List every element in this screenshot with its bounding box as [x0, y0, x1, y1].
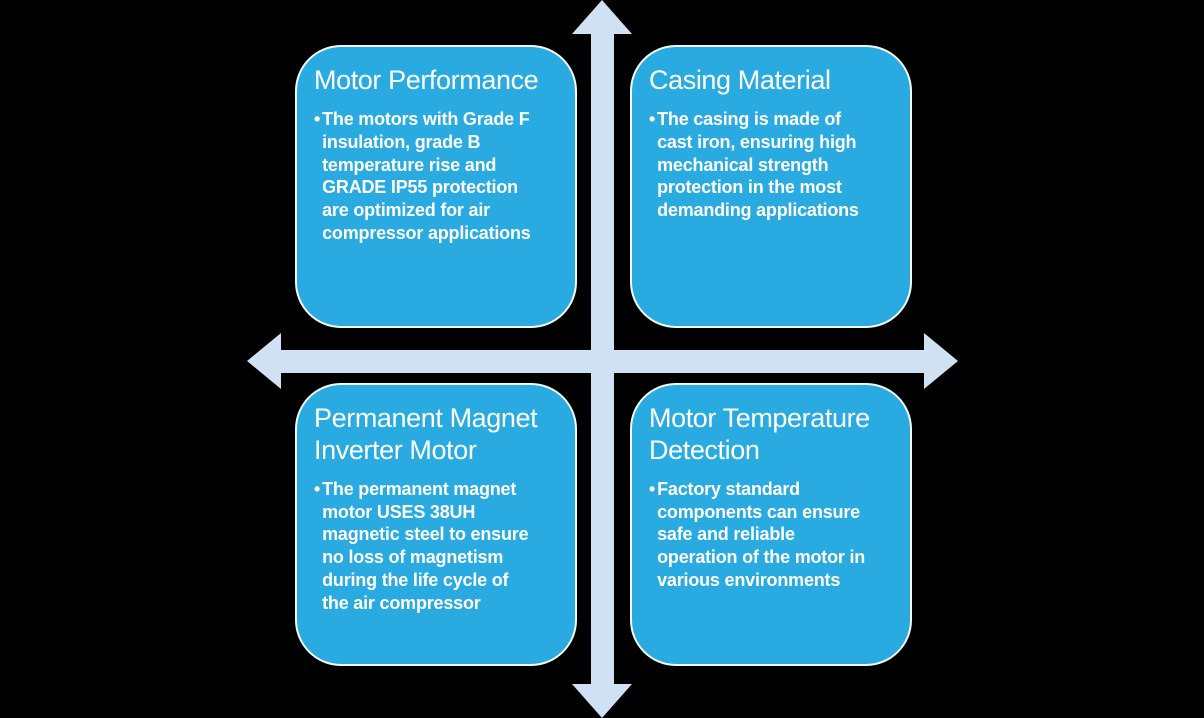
- bullet-icon: •: [314, 478, 321, 499]
- bullet-item: • The casing is made of cast iron, ensur…: [649, 108, 896, 222]
- horizontal-axis-arrow-shaft: [278, 350, 926, 373]
- quadrant-casing-material: Casing Material • The casing is made of …: [630, 45, 912, 328]
- arrow-down-icon: [572, 684, 632, 718]
- quadrant-title: Permanent Magnet Inverter Motor: [314, 403, 538, 465]
- arrow-right-icon: [924, 333, 958, 389]
- bullet-icon: •: [649, 108, 656, 129]
- bullet-icon: •: [649, 478, 656, 499]
- quadrant-body-text: The casing is made of cast iron, ensurin…: [657, 108, 859, 221]
- arrow-up-icon: [572, 0, 632, 34]
- quadrant-body-text: The permanent magnet motor USES 38UH mag…: [322, 478, 529, 614]
- quadrant-permanent-magnet-inverter-motor: Permanent Magnet Inverter Motor • The pe…: [295, 383, 577, 666]
- quadrant-title: Motor Performance: [314, 65, 539, 95]
- arrow-left-icon: [247, 333, 281, 389]
- quadrant-motor-performance: Motor Performance • The motors with Grad…: [295, 45, 577, 328]
- bullet-item: • The motors with Grade F insulation, gr…: [314, 108, 561, 245]
- quadrant-body-text: Factory standard components can ensure s…: [657, 478, 866, 591]
- quadrant-motor-temperature-detection: Motor Temperature Detection • Factory st…: [630, 383, 912, 666]
- bullet-icon: •: [314, 108, 321, 129]
- quadrant-title: Motor Temperature Detection: [649, 403, 870, 465]
- quadrant-title: Casing Material: [649, 65, 831, 95]
- bullet-item: • The permanent magnet motor USES 38UH m…: [314, 478, 561, 615]
- bullet-item: • Factory standard components can ensure…: [649, 478, 896, 592]
- quadrant-body-text: The motors with Grade F insulation, grad…: [322, 108, 531, 244]
